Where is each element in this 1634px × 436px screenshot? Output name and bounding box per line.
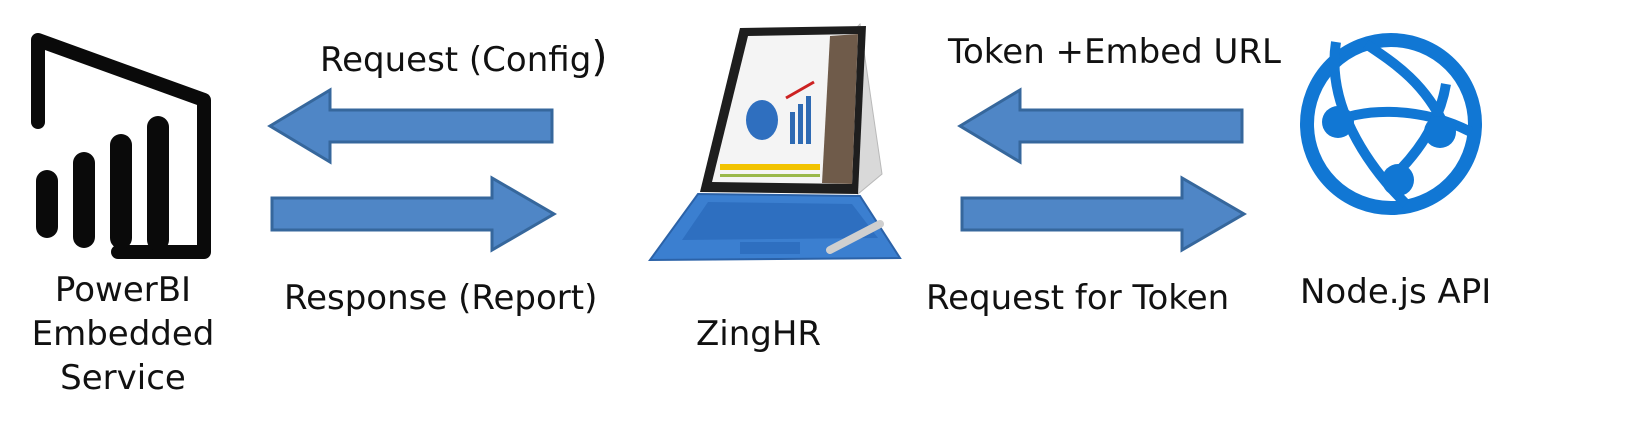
zinghr-label: ZingHR: [696, 314, 822, 354]
powerbi-label-line-2: Embedded: [31, 314, 215, 354]
surface-laptop-icon: [648, 22, 902, 262]
response-report-label: Response (Report): [284, 278, 598, 318]
globe-network-icon: [1300, 33, 1482, 215]
powerbi-logo-icon: [31, 33, 211, 259]
token-embed-label: Token +Embed URL: [948, 32, 1281, 72]
arrow-right-request-token: [960, 175, 1247, 253]
request-config-text: Request (Config: [320, 40, 592, 80]
request-config-label: Request (Config): [320, 35, 608, 82]
powerbi-label-line-1: PowerBI: [54, 270, 192, 310]
arrow-right-response-report: [270, 175, 557, 253]
request-token-label: Request for Token: [926, 278, 1230, 318]
powerbi-label-line-3: Service: [60, 358, 186, 398]
arrow-left-request-config: [267, 87, 554, 165]
request-config-paren: ): [591, 32, 608, 81]
nodejs-api-label: Node.js API: [1300, 272, 1492, 312]
arrow-left-token-embed: [957, 87, 1244, 165]
powerbi-label: PowerBI Embedded Service: [18, 268, 228, 400]
